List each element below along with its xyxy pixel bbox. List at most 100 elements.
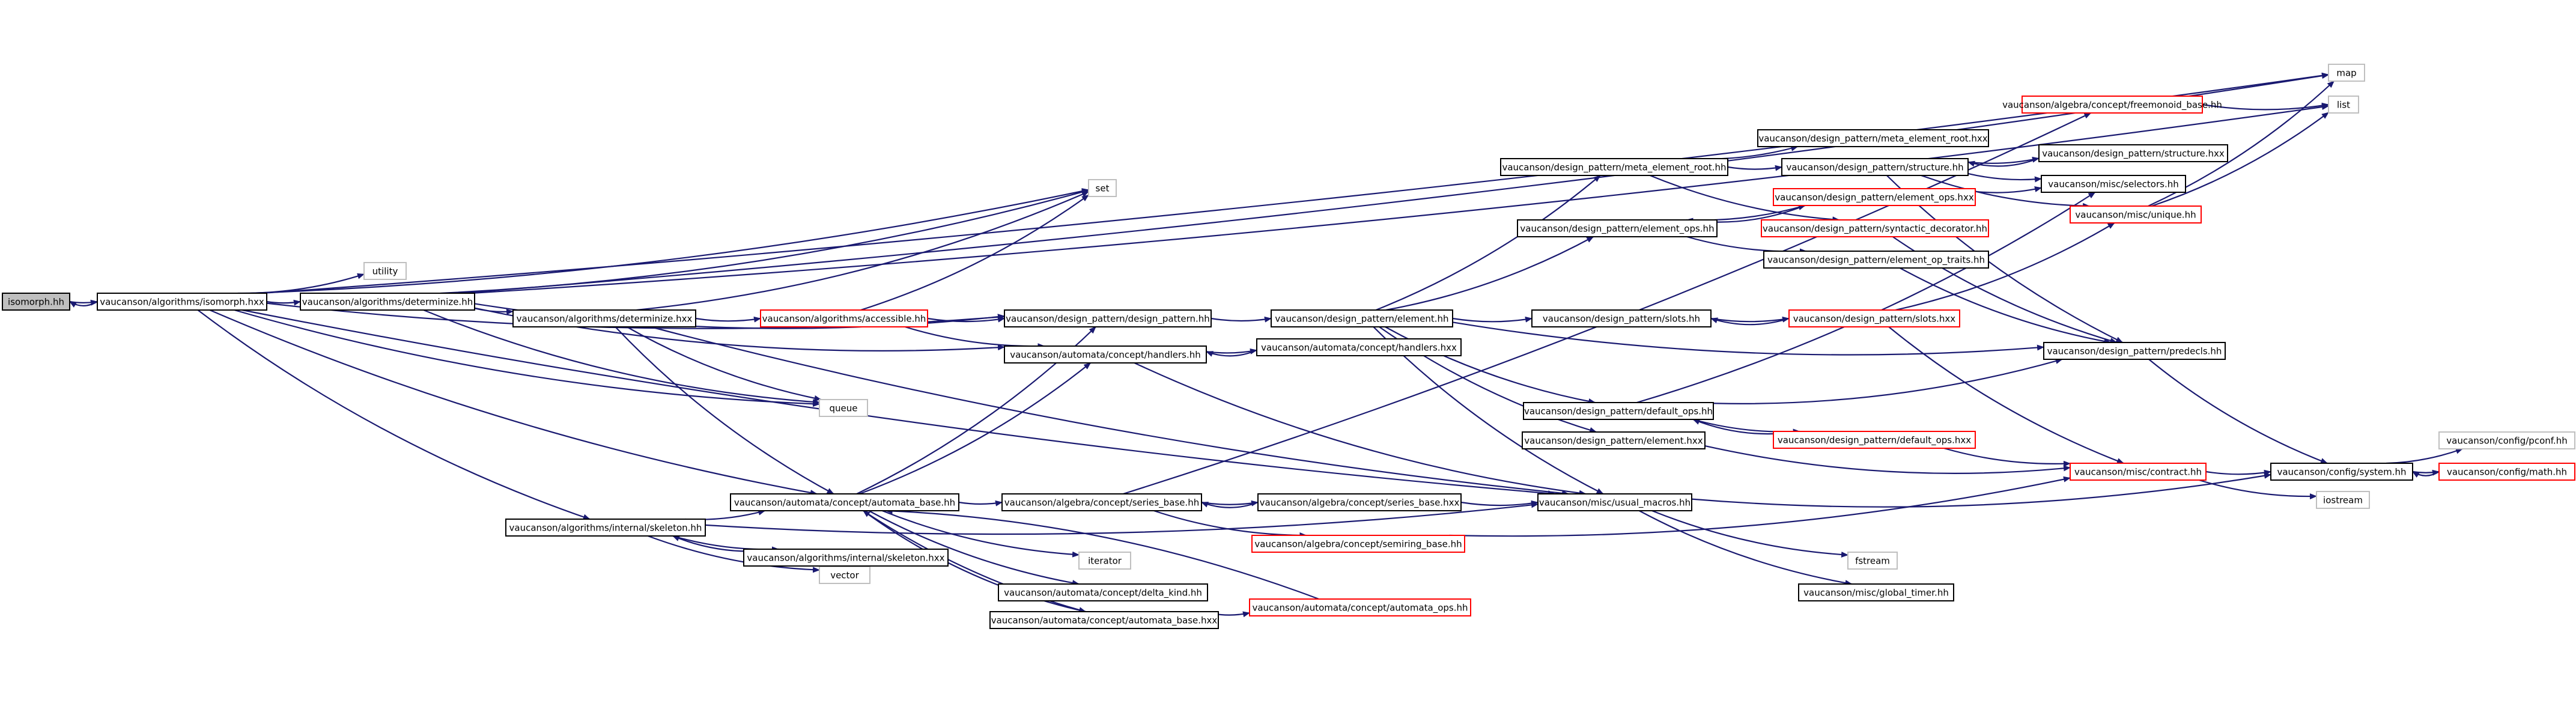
node-box	[730, 493, 959, 511]
auto-handlers-hh-node[interactable]: vaucanson/automata/concept/handlers.hh	[1004, 345, 1207, 364]
alg-determinize-hxx-node[interactable]: vaucanson/algorithms/determinize.hxx	[512, 309, 696, 327]
map-node[interactable]: map	[2328, 64, 2365, 82]
dp-slots-hh-node[interactable]: vaucanson/design_pattern/slots.hh	[1531, 309, 1712, 327]
node-box	[2022, 96, 2203, 114]
node-box	[1271, 309, 1453, 327]
edge-auto_automata_base_hh-to-auto_automata_base_hxx	[863, 510, 1087, 613]
node-label: vaucanson/automata/concept/automata_base…	[991, 615, 1218, 627]
auto-delta-kind-node[interactable]: vaucanson/automata/concept/delta_kind.hh	[998, 583, 1208, 601]
alg-series-base-hxx-node[interactable]: vaucanson/algebra/concept/series_base.hx…	[1257, 493, 1462, 511]
node-box	[505, 519, 706, 537]
dp-predecls-node[interactable]: vaucanson/design_pattern/predecls.hh	[2043, 342, 2226, 360]
node-box	[2316, 491, 2370, 509]
edge-dp_meta_element_root_hh-to-dp_meta_element_root_hxx	[1689, 145, 1799, 160]
edge-dp_default_ops_hxx-to-misc_contract	[1943, 447, 2071, 467]
misc-selectors-node[interactable]: vaucanson/misc/selectors.hh	[2041, 175, 2186, 193]
node-box	[1522, 431, 1706, 449]
edge-config_system-to-config_pconf	[2386, 448, 2463, 464]
list-node[interactable]: list	[2328, 96, 2359, 114]
edge-alg_series_base_hxx-to-misc_usual_macros	[1460, 500, 1539, 507]
edge-dp_slots_hh-to-dp_slots_hxx	[1710, 316, 1790, 323]
dp-element-hxx-node[interactable]: vaucanson/design_pattern/element.hxx	[1522, 431, 1706, 449]
node-box	[2328, 96, 2359, 114]
edge-alg_isomorph_hxx-to-isomorph	[69, 301, 98, 308]
edge-misc_usual_macros-to-fstream	[1651, 510, 1848, 558]
node-box	[1523, 402, 1714, 420]
node-box	[2438, 463, 2575, 481]
edge-alg_determinize_hh-to-queue	[423, 309, 820, 405]
dp-default-ops-hxx-node[interactable]: vaucanson/design_pattern/default_ops.hxx	[1773, 431, 1976, 449]
edge-dp_element_hh-to-dp_slots_hh	[1452, 316, 1533, 323]
node-label: vaucanson/algorithms/internal/skeleton.h…	[509, 523, 702, 534]
node-label: vaucanson/design_pattern/default_ops.hxx	[1778, 435, 1971, 446]
node-label: vaucanson/misc/usual_macros.hh	[1539, 498, 1690, 509]
misc-unique-node[interactable]: vaucanson/misc/unique.hh	[2070, 205, 2202, 224]
alg-isomorph-hxx-node[interactable]: vaucanson/algorithms/isomorph.hxx	[97, 293, 267, 311]
dp-element-ops-hh-node[interactable]: vaucanson/design_pattern/element_ops.hh	[1517, 219, 1718, 237]
node-box	[998, 583, 1208, 601]
dp-meta-element-root-hxx-node[interactable]: vaucanson/design_pattern/meta_element_ro…	[1757, 129, 1989, 147]
edge-alg_series_base_hxx-to-alg_series_base_hh	[1201, 501, 1259, 508]
set-node[interactable]: set	[1088, 179, 1117, 197]
dp-default-ops-hh-node[interactable]: vaucanson/design_pattern/default_ops.hh	[1523, 402, 1714, 420]
dp-slots-hxx-node[interactable]: vaucanson/design_pattern/slots.hxx	[1788, 309, 1960, 327]
auto-automata-base-hh-node[interactable]: vaucanson/automata/concept/automata_base…	[730, 493, 959, 511]
config-math-node[interactable]: vaucanson/config/math.hh	[2438, 463, 2575, 481]
auto-automata-ops-node[interactable]: vaucanson/automata/concept/automata_ops.…	[1249, 598, 1471, 616]
node-label: queue	[830, 403, 858, 414]
auto-handlers-hxx-node[interactable]: vaucanson/automata/concept/handlers.hxx	[1256, 338, 1462, 356]
alg-freemonoid-base-node[interactable]: vaucanson/algebra/concept/freemonoid_bas…	[2002, 96, 2222, 114]
dp-structure-hxx-node[interactable]: vaucanson/design_pattern/structure.hxx	[2038, 144, 2228, 162]
alg-skeleton-hxx-node[interactable]: vaucanson/algorithms/internal/skeleton.h…	[743, 549, 949, 567]
edge-dp_element_op_traits-to-dp_predecls	[1900, 267, 2112, 344]
misc-global-timer-node[interactable]: vaucanson/misc/global_timer.hh	[1798, 583, 1954, 601]
queue-node[interactable]: queue	[819, 399, 868, 417]
node-box	[1798, 583, 1954, 601]
config-pconf-node[interactable]: vaucanson/config/pconf.hh	[2438, 431, 2575, 449]
edge-alg_semiring_base-to-misc_contract	[1449, 476, 2071, 537]
edge-misc_contract-to-iostream	[2199, 479, 2317, 500]
node-label: vaucanson/design_pattern/structure.hxx	[2042, 148, 2225, 160]
node-box	[1004, 345, 1207, 364]
dp-meta-element-root-hh-node[interactable]: vaucanson/design_pattern/meta_element_ro…	[1500, 158, 1728, 176]
node-box	[1500, 158, 1728, 176]
fstream-node[interactable]: fstream	[1847, 552, 1898, 570]
misc-contract-node[interactable]: vaucanson/misc/contract.hh	[2070, 463, 2207, 481]
node-label: vector	[830, 570, 859, 581]
node-box	[1257, 493, 1462, 511]
node-box	[2070, 205, 2202, 224]
dp-element-hh-node[interactable]: vaucanson/design_pattern/element.hh	[1271, 309, 1453, 327]
node-label: vaucanson/config/math.hh	[2447, 467, 2567, 478]
edge-alg_skeleton_hh-to-misc_usual_macros	[705, 502, 1539, 535]
alg-accessible-node[interactable]: vaucanson/algorithms/accessible.hh	[760, 309, 928, 327]
dp-element-op-traits-node[interactable]: vaucanson/design_pattern/element_op_trai…	[1763, 251, 1989, 269]
dp-element-ops-hxx-node[interactable]: vaucanson/design_pattern/element_ops.hxx	[1773, 188, 1976, 206]
dp-structure-hh-node[interactable]: vaucanson/design_pattern/structure.hh	[1781, 158, 1969, 176]
vector-node[interactable]: vector	[819, 566, 870, 584]
node-box	[2070, 463, 2207, 481]
edge-alg_determinize_hxx-to-misc_usual_macros	[650, 326, 1569, 496]
alg-semiring-base-node[interactable]: vaucanson/algebra/concept/semiring_base.…	[1251, 535, 1465, 553]
edge-alg_series_base_hh-to-alg_series_base_hxx	[1201, 500, 1259, 507]
auto-automata-base-hxx-node[interactable]: vaucanson/automata/concept/automata_base…	[989, 611, 1219, 629]
alg-determinize-hh-node[interactable]: vaucanson/algorithms/determinize.hh	[300, 293, 475, 311]
misc-usual-macros-node[interactable]: vaucanson/misc/usual_macros.hh	[1537, 493, 1692, 511]
utility-node[interactable]: utility	[363, 262, 407, 280]
iostream-node[interactable]: iostream	[2316, 491, 2370, 509]
node-label: vaucanson/algorithms/determinize.hxx	[517, 314, 693, 324]
edge-alg_determinize_hh-to-set	[440, 189, 1089, 294]
config-system-node[interactable]: vaucanson/config/system.hh	[2270, 463, 2413, 481]
edge-alg_skeleton_hh-to-vector	[648, 535, 820, 573]
node-label: iostream	[2323, 495, 2363, 506]
edge-misc_usual_macros-to-config_system	[1691, 472, 2271, 508]
iterator-node[interactable]: iterator	[1078, 552, 1131, 570]
edge-alg_accessible-to-auto_handlers_hh	[905, 326, 1045, 350]
edge-dp_design_pattern-to-dp_element_hh	[1211, 316, 1272, 323]
dp-syntactic-decorator-node[interactable]: vaucanson/design_pattern/syntactic_decor…	[1761, 219, 1989, 237]
alg-series-base-hh-node[interactable]: vaucanson/algebra/concept/series_base.hh	[1001, 493, 1202, 511]
node-label: vaucanson/algorithms/accessible.hh	[762, 314, 926, 324]
edge-alg_isomorph_hxx-to-map	[261, 72, 2329, 294]
alg-skeleton-hh-node[interactable]: vaucanson/algorithms/internal/skeleton.h…	[505, 519, 706, 537]
isomorph-node[interactable]: isomorph.hh	[2, 293, 70, 311]
dp-design-pattern-node[interactable]: vaucanson/design_pattern/design_pattern.…	[1004, 309, 1212, 327]
